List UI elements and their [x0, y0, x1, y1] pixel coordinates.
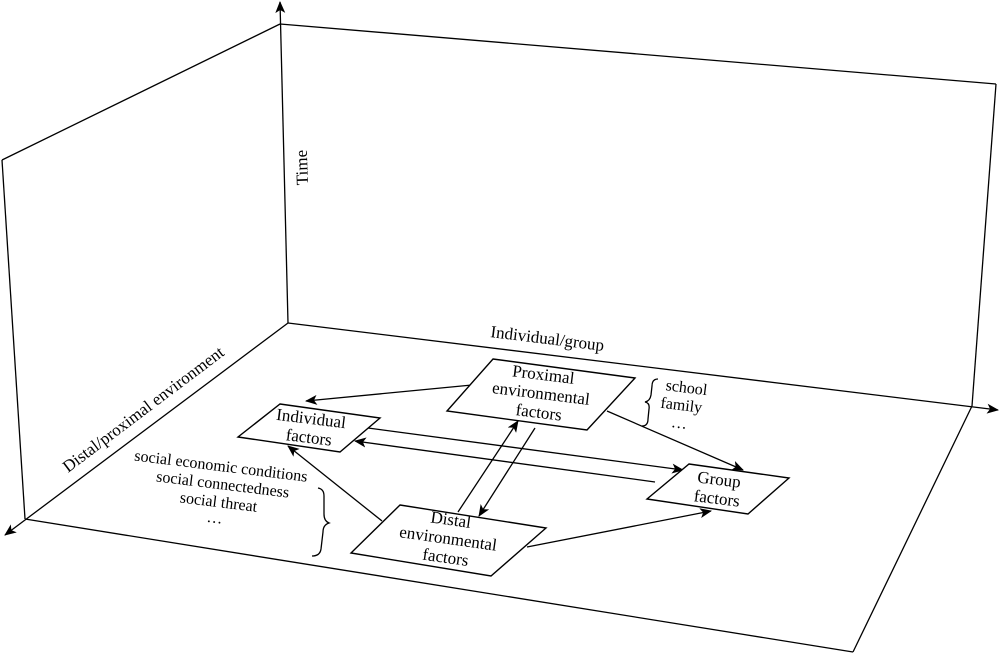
left-wall-front-edge — [1, 159, 26, 520]
proximal-example-1: school — [665, 377, 709, 399]
proximal-example-3: … — [670, 414, 688, 433]
node-proximal-shape — [445, 358, 637, 431]
node-individual: Individual factors — [236, 403, 382, 453]
node-individual-shape — [236, 403, 382, 453]
time-axis-label: Time — [292, 150, 312, 186]
left-wall-top-edge — [1, 23, 281, 161]
right-wall-top-edge — [279, 23, 997, 85]
node-group: Group factors — [645, 463, 791, 515]
time-axis — [275, 1, 289, 324]
distal-example-4: … — [206, 509, 224, 528]
edge-distal-to-individual — [287, 445, 383, 522]
edge-distal-to-group — [526, 508, 712, 548]
right-wall-right-edge — [971, 83, 997, 407]
node-distal: Distal environmental factors — [349, 504, 548, 577]
floor-front-edge — [24, 518, 854, 653]
distal-proximal-axis — [4, 322, 289, 536]
edge-proximal-to-individual — [305, 384, 473, 405]
edge-individual-to-group — [367, 427, 684, 474]
floor-right-edge — [852, 405, 973, 653]
right-brace-icon — [311, 487, 331, 557]
node-group-shape — [645, 463, 791, 515]
edge-group-to-individual — [354, 437, 656, 483]
edge-proximal-to-distal — [478, 427, 536, 517]
edge-distal-to-proximal — [457, 420, 519, 513]
individual-group-axis — [287, 322, 999, 414]
proximal-examples: school family … — [641, 377, 709, 433]
edges — [287, 384, 744, 548]
node-proximal: Proximal environmental factors — [445, 358, 637, 431]
edge-proximal-to-group — [606, 410, 744, 471]
node-distal-shape — [349, 504, 548, 577]
proximal-example-2: family — [660, 395, 704, 417]
left-brace-icon — [641, 378, 659, 427]
